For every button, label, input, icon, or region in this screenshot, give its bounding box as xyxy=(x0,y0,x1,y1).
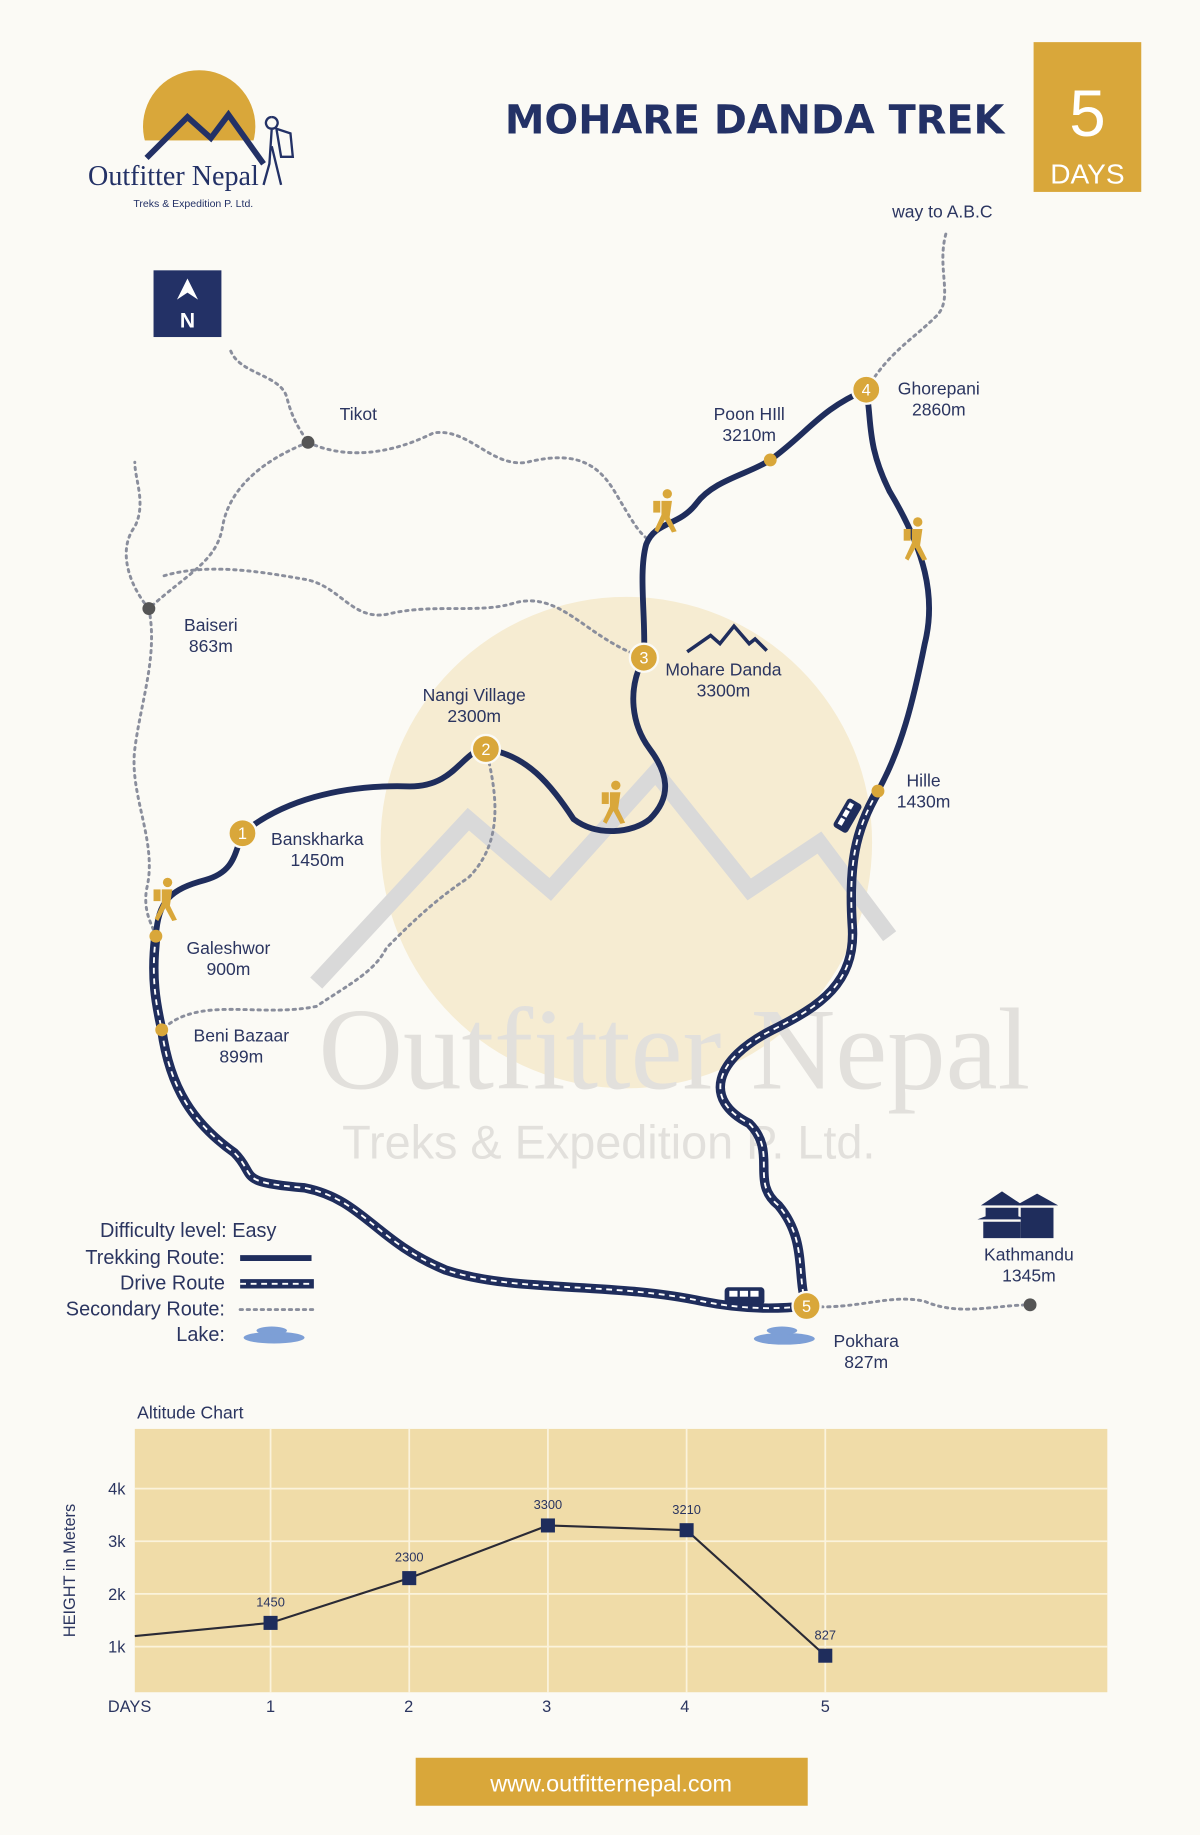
stop-4-marker: 4 xyxy=(851,374,882,405)
logo: Outfitter Nepal Treks & Expedition P. Lt… xyxy=(88,70,295,210)
altitude-point xyxy=(818,1648,833,1663)
temple-icon xyxy=(977,1191,1059,1239)
stop-name: Nangi Village xyxy=(423,685,526,705)
place-name: Baiseri xyxy=(184,615,238,635)
legend-difficulty: Difficulty level: Easy xyxy=(100,1220,276,1242)
logo-name: Outfitter Nepal xyxy=(88,161,259,192)
logo-tagline: Treks & Expedition P. Ltd. xyxy=(133,198,253,210)
place-name: Hille xyxy=(907,770,941,790)
hiker-icon xyxy=(153,489,928,922)
altitude-chart: Altitude Chart 4k 3k 2k 1k HEIGHT in Met… xyxy=(61,1402,1108,1716)
stop-1-marker: 1 xyxy=(227,818,258,849)
watermark-name: Outfitter Nepal xyxy=(319,985,1031,1114)
place-name: Poon HIll xyxy=(714,404,785,424)
place-alt: 3210m xyxy=(722,425,776,445)
place-name: Kathmandu xyxy=(984,1244,1074,1264)
data-label: 1450 xyxy=(256,1595,285,1610)
altitude-point xyxy=(679,1523,694,1538)
altitude-point xyxy=(402,1571,417,1586)
data-label: 3210 xyxy=(672,1502,701,1517)
duration-unit: DAYS xyxy=(1050,159,1124,190)
legend-drive: Drive Route xyxy=(120,1273,225,1295)
chart-title: Altitude Chart xyxy=(137,1402,243,1422)
legend-secondary: Secondary Route: xyxy=(66,1298,225,1320)
stop-number: 1 xyxy=(238,825,247,843)
data-label: 2300 xyxy=(395,1550,424,1565)
stop-alt: 1450m xyxy=(291,850,345,870)
data-label: 3300 xyxy=(534,1497,563,1512)
north-label: N xyxy=(180,310,195,333)
stop-name: Mohare Danda xyxy=(665,659,781,679)
place-alt: 863m xyxy=(189,636,233,656)
y-tick-label: 3k xyxy=(108,1533,126,1551)
altitude-line xyxy=(134,1524,826,1657)
website-link[interactable]: www.outfitternepal.com xyxy=(415,1757,808,1806)
x-axis-label: DAYS xyxy=(108,1698,151,1716)
mountain-icon xyxy=(686,623,769,654)
stop-name: Ghorepani xyxy=(898,378,980,398)
website-url[interactable]: www.outfitternepal.com xyxy=(489,1771,732,1797)
stop-number: 3 xyxy=(639,650,648,668)
x-tick-label: 2 xyxy=(404,1698,413,1716)
chart-plot-area xyxy=(134,1428,1108,1693)
hiker-icon xyxy=(262,115,295,186)
stop-5-marker: 5 xyxy=(791,1290,822,1322)
stop-alt: 827m xyxy=(844,1352,888,1372)
trekking-route xyxy=(152,386,933,940)
x-tick-label: 1 xyxy=(266,1698,275,1716)
drive-routes xyxy=(149,786,883,1313)
watermark: Outfitter Nepal Treks & Expedition P. Lt… xyxy=(310,596,1031,1169)
legend-lake: Lake: xyxy=(176,1324,225,1346)
place-name: Galeshwor xyxy=(186,938,270,958)
stop-number: 5 xyxy=(802,1298,811,1316)
x-tick-label: 5 xyxy=(821,1698,830,1716)
x-tick-label: 3 xyxy=(542,1698,551,1716)
altitude-point xyxy=(263,1615,278,1630)
secondary-routes xyxy=(124,232,1032,1311)
y-tick-label: 4k xyxy=(108,1480,126,1498)
stop-alt: 2300m xyxy=(447,706,501,726)
altitude-point xyxy=(540,1518,555,1533)
stop-number: 4 xyxy=(862,382,871,400)
stop-markers: 1 2 3 4 5 xyxy=(227,374,882,1322)
y-tick-label: 1k xyxy=(108,1638,126,1656)
place-name: Tikot xyxy=(340,404,377,424)
stop-name: Banskharka xyxy=(271,829,364,849)
stop-alt: 3300m xyxy=(697,680,751,700)
way-to-abc-label: way to A.B.C xyxy=(891,202,992,222)
watermark-tagline: Treks & Expedition P. Ltd. xyxy=(342,1117,875,1169)
lake-icon xyxy=(753,1326,815,1345)
place-alt: 1345m xyxy=(1002,1265,1056,1285)
page-title: MOHARE DANDA TREK xyxy=(505,97,1007,143)
y-tick-label: 2k xyxy=(108,1586,126,1604)
stop-number: 2 xyxy=(481,741,490,759)
stop-3-marker: 3 xyxy=(628,642,660,673)
place-alt: 900m xyxy=(206,959,250,979)
place-alt: 1430m xyxy=(897,791,951,811)
duration-number: 5 xyxy=(1069,77,1105,150)
legend-trekking: Trekking Route: xyxy=(85,1247,225,1269)
x-tick-label: 4 xyxy=(680,1698,689,1716)
duration-badge: 5 DAYS xyxy=(1033,42,1142,192)
legend: Difficulty level: Easy Trekking Route: D… xyxy=(66,1220,318,1346)
bus-icon xyxy=(724,798,862,1305)
north-compass: N xyxy=(153,270,222,338)
y-axis-label: HEIGHT in Meters xyxy=(61,1504,79,1637)
place-name: Beni Bazaar xyxy=(194,1026,290,1046)
data-label: 827 xyxy=(815,1627,836,1642)
stop-2-marker: 2 xyxy=(470,733,502,765)
place-alt: 899m xyxy=(219,1047,263,1067)
map-labels: way to A.B.C Tikot Baiseri 863m Poon HIl… xyxy=(184,202,1074,1372)
north-arrow-icon xyxy=(176,278,199,300)
stop-alt: 2860m xyxy=(912,399,966,419)
waypoint-dots xyxy=(142,435,1037,1312)
stop-name: Pokhara xyxy=(834,1331,900,1351)
